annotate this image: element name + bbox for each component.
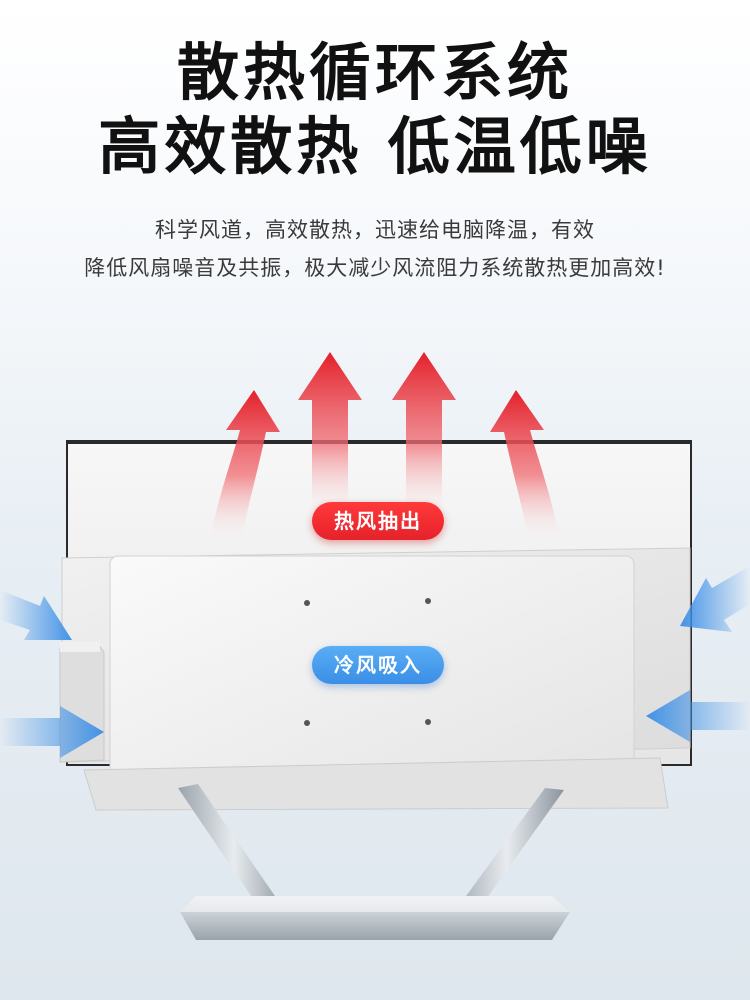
headline-line-2: 高效散热 低温低噪 [98, 110, 652, 183]
cold-air-arrows-right [646, 566, 750, 742]
cold-air-arrow-icon [0, 706, 104, 758]
monitor-stand [178, 784, 570, 940]
monitor-back [59, 440, 692, 811]
hot-air-arrows [210, 352, 560, 545]
cold-air-arrow-icon [646, 690, 750, 742]
hot-air-arrow-icon [392, 352, 456, 520]
description-line-1: 科学风道，高效散热，迅速给电脑降温，有效 [155, 218, 595, 242]
vesa-screw-hole [304, 720, 310, 726]
cold-air-arrows-left [0, 590, 104, 758]
description-line-2: 降低风扇噪音及共振，极大减少风流阻力系统散热更加高效! [84, 256, 666, 280]
stand-right-arm [450, 788, 564, 922]
cold-air-label: 冷风吸入 [312, 646, 444, 684]
vesa-screw-hole [425, 598, 431, 604]
headline-line-1: 散热循环系统 [176, 36, 573, 109]
port-block-top [60, 642, 100, 652]
monitor-bottom-ledge [83, 757, 669, 811]
vesa-screw-hole [425, 719, 431, 725]
stand-base-highlight [180, 896, 570, 912]
cold-air-arrow-icon [0, 590, 72, 640]
stand-left-arm [178, 784, 290, 924]
hot-air-arrow-icon [490, 390, 560, 545]
cold-air-arrow-icon [680, 566, 750, 632]
vesa-screw-hole [304, 600, 310, 606]
hot-air-label: 热风抽出 [312, 502, 444, 540]
hot-air-arrow-icon [298, 352, 362, 520]
hot-air-arrow-icon [210, 390, 280, 545]
